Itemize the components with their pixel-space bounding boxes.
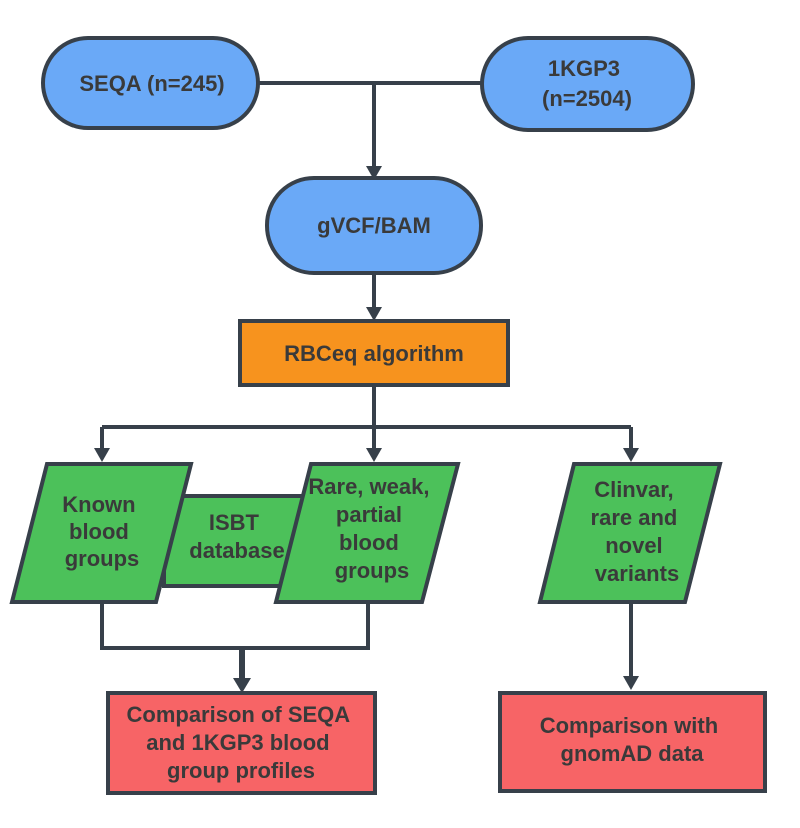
gvcf-shape [265,176,483,275]
clinvar-shape [537,462,723,604]
node-comparison-gnomad: Comparison with gnomAD data [498,691,767,793]
arrowhead-gvcf [366,166,382,180]
compare-gnomad-shape [498,691,767,793]
seqa-shape [41,36,260,130]
compare-gnomad-label: Comparison with gnomAD data [540,713,725,766]
clinvar-label: Clinvar, rare and novel variants [591,477,684,586]
gvcf-label: gVCF/BAM [317,213,431,238]
node-rbceq: RBCeq algorithm [238,319,510,387]
rbceq-shape [238,319,510,387]
arrowhead-rare [366,448,382,462]
node-known-blood-groups: Known blood groups [9,462,194,604]
node-seqa: SEQA (n=245) [41,36,260,130]
arrowhead-gnomad [623,676,639,690]
node-comparison-profiles: Comparison of SEQA and 1KGP3 blood group… [106,691,377,795]
known-shape [9,462,194,604]
arrowhead-profiles [233,678,251,693]
rbceq-label: RBCeq algorithm [284,341,464,366]
known-label: Known blood groups [62,492,141,571]
rare-shape [273,462,461,604]
connector-groups-join [100,602,370,650]
connectors [94,81,639,693]
node-clinvar-variants: Clinvar, rare and novel variants [537,462,723,604]
arrowhead-known [94,448,110,462]
seqa-label: SEQA (n=245) [79,71,224,96]
kgp3-label: 1KGP3 (n=2504) [542,56,632,111]
node-1kgp3: 1KGP3 (n=2504) [480,36,695,132]
isbt-label: ISBT database [189,510,284,563]
rare-label: Rare, weak, partial blood groups [308,474,435,583]
arrowhead-rbceq [366,307,382,321]
compare-profiles-label: Comparison of SEQA and 1KGP3 blood group… [127,702,356,783]
node-rare-blood-groups: Rare, weak, partial blood groups [273,462,461,604]
compare-profiles-shape [106,691,377,795]
arrowhead-clinvar [623,448,639,462]
kgp3-shape [480,36,695,132]
node-gvcf-bam: gVCF/BAM [265,176,483,275]
